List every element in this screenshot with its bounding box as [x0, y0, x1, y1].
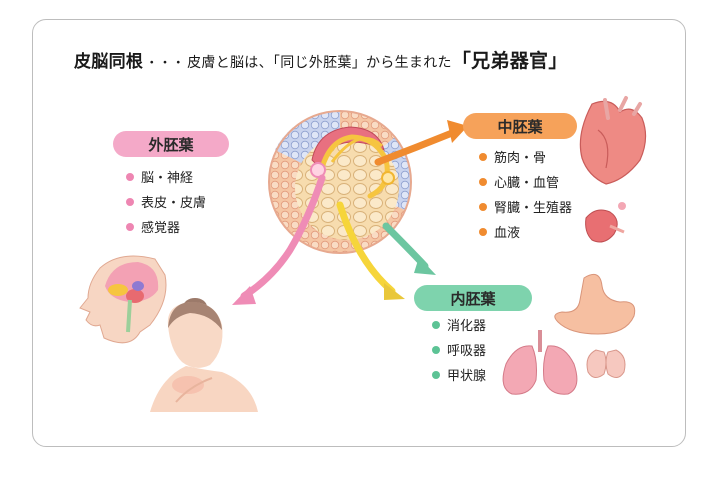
- list-item: 筋肉・骨: [479, 146, 572, 171]
- list-item: 脳・神経: [126, 166, 206, 191]
- endoderm-item: 消化器: [447, 319, 487, 334]
- bullet-dot: [479, 203, 487, 211]
- mesoderm-item: 腎臓・生殖器: [494, 201, 573, 216]
- woman-illustration: [150, 298, 258, 412]
- ectoderm-item: 脳・神経: [141, 171, 194, 186]
- title-main: 皮脳同根: [74, 52, 144, 72]
- bullet-dot: [126, 223, 134, 231]
- list-item: 消化器: [432, 314, 486, 339]
- list-item: 表皮・皮膚: [126, 191, 206, 216]
- list-item: 心臓・血管: [479, 171, 572, 196]
- arrow-to-mesoderm: [374, 120, 468, 166]
- mesoderm-item: 心臓・血管: [494, 176, 560, 191]
- brain-head-illustration: [79, 255, 167, 344]
- stomach-illustration: [554, 273, 636, 335]
- bullet-dot: [432, 371, 440, 379]
- list-item: 腎臓・生殖器: [479, 196, 572, 221]
- ectoderm-item: 表皮・皮膚: [141, 196, 207, 211]
- heart-illustration: [579, 96, 647, 185]
- endoderm-item: 甲状腺: [447, 369, 487, 384]
- lungs-illustration: [502, 330, 578, 395]
- ectoderm-label: 外胚葉: [113, 131, 229, 157]
- title-emphasis: 「兄弟器官」: [451, 50, 568, 72]
- page-title: 皮脳同根・・・皮膚と脳は、「同じ外胚葉」から生まれた「兄弟器官」: [74, 46, 674, 73]
- title-dots: ・・・: [145, 56, 186, 71]
- arrow-to-ectoderm: [232, 174, 326, 305]
- mesoderm-label: 中胚葉: [463, 113, 577, 139]
- endoderm-list: 消化器 呼吸器 甲状腺: [432, 314, 486, 389]
- list-item: 甲状腺: [432, 364, 486, 389]
- bullet-dot: [479, 178, 487, 186]
- list-item: 感覚器: [126, 216, 206, 241]
- bullet-dot: [126, 173, 134, 181]
- ectoderm-list: 脳・神経 表皮・皮膚 感覚器: [126, 166, 206, 241]
- kidney-illustration: [585, 202, 626, 243]
- bullet-dot: [479, 153, 487, 161]
- arrow-to-endoderm: [336, 201, 436, 300]
- bullet-dot: [432, 346, 440, 354]
- ectoderm-item: 感覚器: [141, 221, 181, 236]
- thyroid-illustration: [586, 349, 626, 378]
- bullet-dot: [126, 198, 134, 206]
- mesoderm-list: 筋肉・骨 心臓・血管 腎臓・生殖器 血液: [479, 146, 572, 246]
- bullet-dot: [479, 228, 487, 236]
- endoderm-label: 内胚葉: [414, 285, 532, 311]
- embryo-illustration: [268, 110, 412, 254]
- list-item: 血液: [479, 221, 572, 246]
- mesoderm-item: 血液: [494, 226, 521, 241]
- list-item: 呼吸器: [432, 339, 486, 364]
- title-subtitle: 皮膚と脳は、「同じ外胚葉」から生まれた: [187, 55, 452, 71]
- endoderm-item: 呼吸器: [447, 344, 487, 359]
- bullet-dot: [432, 321, 440, 329]
- mesoderm-item: 筋肉・骨: [494, 151, 547, 166]
